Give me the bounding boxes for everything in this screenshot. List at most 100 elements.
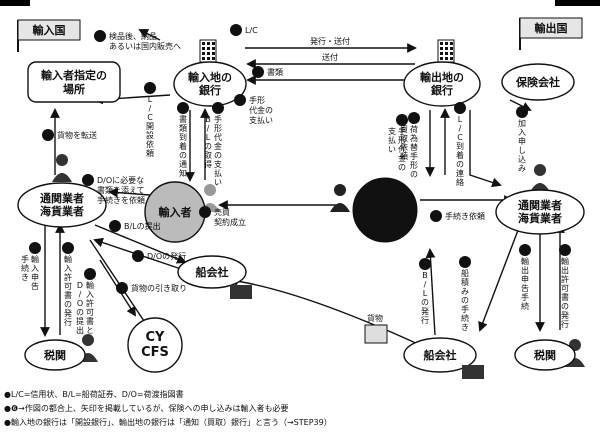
import-country-flag-label: 輸入国 [33, 23, 66, 37]
exporter-figure-icon [330, 184, 350, 212]
arrow-cargo-flow [228, 276, 421, 346]
customs-export-oval [514, 339, 576, 371]
step-6-insurance-text-0-char-1: 入 [518, 128, 526, 137]
import-bank-oval [173, 61, 247, 107]
step-7-export-declaration-text-0-char-2: 申 [521, 274, 529, 284]
export-bank-building-icon-window [445, 42, 448, 45]
step-8-export-permit-text-0-char-5: の [561, 302, 569, 311]
step-10-bl-badge [419, 258, 431, 270]
step-11-bill-purchase-text-1-char-3: 頼 [400, 152, 408, 161]
cy-cfs-label-line-0: CY [146, 330, 166, 345]
step-20-import-permit-text-0-char-5: の [64, 300, 72, 309]
step-20-import-permit-text-0-char-6: 発 [64, 309, 72, 318]
step-23-transfer-badge-num: 23 [43, 132, 52, 140]
step-2-lc-request-text-0-char-0: L [148, 95, 153, 104]
step-22-cargo-pickup-text-1-char-5: 出 [76, 325, 84, 335]
step-15-arrival-notice-badge-num: 15 [178, 105, 188, 113]
step-16-payment-bl-text-0-char-4: の [214, 151, 222, 160]
step-16-payment-bl-text-1-char-4: 取 [204, 151, 212, 160]
step-8-export-permit-badge-num: 8 [562, 246, 568, 255]
step-16-payment-bl-text-0-char-7: い [214, 178, 222, 187]
step-2-lc-request-badge-num: 2 [147, 84, 153, 93]
step-22-cargo-pickup-text-0-char-5: と [86, 326, 94, 335]
step-12-payment-text-0-char-3: 金 [398, 153, 406, 163]
export-bank-building-icon-window [440, 52, 443, 55]
import-broker-label-line-1: 海貨業者 [40, 204, 84, 218]
export-bank-building-icon-window [440, 57, 443, 60]
step-8-export-permit-text-0-char-1: 出 [561, 265, 569, 275]
step-2-lc-request-text-0-char-5: 依 [146, 139, 154, 149]
arrow-lc-arrival-notice [469, 110, 502, 188]
step-16-payment-bl-badge [212, 102, 224, 114]
step-24-inspection-badge-num: 24 [95, 33, 105, 41]
step-11-bill-purchase-text-1-char-0: 買 [400, 125, 408, 134]
step-15-arrival-notice-text-0-char-3: 着 [179, 141, 187, 151]
export-bank-building-icon-window [445, 57, 448, 60]
exporter-label: 輸出者 [369, 203, 402, 217]
step-15-arrival-notice-badge [177, 102, 189, 114]
export-bank-building-icon-window [450, 42, 453, 45]
step-14-payment-text-line-1: 代金の [249, 105, 273, 115]
step-2-lc-request-badge [144, 82, 156, 94]
exporter-circle [352, 177, 418, 243]
step-3-lc-text-line-0: L/C [245, 26, 258, 35]
cy-cfs-label-line-1: CFS [141, 345, 169, 360]
footnote-insurance: ●❻→作図の都合上、矢印を掲載しているが、保険への申し込みは輸入者も必要 [4, 404, 289, 413]
cargo-label: 貨物 [367, 313, 383, 323]
export-broker-figure-icon-head [534, 164, 546, 176]
designated-place-label-line-1: 場所 [63, 82, 85, 96]
import-bank-building-icon-window [212, 47, 215, 50]
exporter-figure-icon-body [330, 203, 350, 212]
step-4-lc-notice-text-0-char-4: 着 [456, 150, 464, 160]
step-7-export-declaration-text-0-char-0: 輸 [521, 256, 529, 266]
step-15-arrival-notice-text-0-char-0: 書 [179, 114, 187, 124]
import-bank-building-icon-window [202, 47, 205, 50]
customs-export-label: 税関 [534, 348, 556, 362]
step-6-insurance-text-0-char-4: 込 [518, 155, 526, 164]
step-8-export-permit-text-0-char-2: 許 [561, 274, 569, 284]
step-22-cargo-pickup-text-1-char-2: O [77, 299, 83, 308]
export-bank-building-icon-window [445, 52, 448, 55]
import-bank-building-icon-window [207, 42, 210, 45]
step-22-cargo-pickup-text-0-char-2: 許 [86, 298, 94, 308]
step-22-cargo-pickup-text-0-char-3: 可 [86, 308, 94, 317]
shipping-export-oval [403, 337, 477, 373]
step-4-lc-notice-badge-num: 4 [457, 104, 463, 113]
import-bank-building-icon-window [212, 52, 215, 55]
step-17-do-request-text-line-2: 手続きを依頼 [97, 195, 145, 205]
step-19-import-declaration-text-1-char-2: き [21, 273, 29, 282]
import-broker-figure-icon-body [52, 173, 72, 182]
step-22-cargo-pickup-badge-num: 21 [85, 271, 95, 279]
arrow-do-request [108, 187, 151, 198]
import-bank-label-line-1: 銀行 [199, 83, 221, 97]
step-7-export-declaration-text-0-char-4: 手 [521, 292, 529, 302]
step-12-payment-text-1-char-0: 支 [388, 126, 396, 136]
step-20-import-permit-badge [62, 242, 74, 254]
step-9-shipping-badge-num: 9 [462, 258, 468, 267]
import-bank-building-icon-window [202, 42, 205, 45]
import-broker-label-line-0: 通関業者 [40, 191, 84, 205]
step-8-export-permit-text-0-char-0: 輸 [561, 256, 569, 266]
step-15-arrival-notice-text-0-char-4: の [179, 151, 187, 160]
step-11-bill-purchase-text-0-char-0: 荷 [410, 124, 418, 134]
step-6-insurance-text-0-char-0: 加 [518, 118, 526, 128]
step-12-payment-text-0-char-4: の [398, 163, 406, 172]
import-bank-building-icon-window [207, 57, 210, 60]
step-19-import-declaration-badge-num: 19 [30, 245, 40, 253]
step-22-cargo-pickup-text-0-char-0: 輸 [86, 280, 94, 290]
step-16-payment-bl-text-0-char-5: 支 [214, 159, 222, 169]
step-11-bill-purchase-text-0-char-2: 替 [410, 142, 418, 152]
step-18-bl-submit-badge [109, 220, 121, 232]
step-4-lc-notice-text-0-char-1: / [459, 124, 462, 133]
step-11-bill-purchase-text-0-char-4: 形 [410, 161, 418, 170]
step-2-lc-request-text-0-char-4: 設 [146, 130, 154, 140]
customs-import-label: 税関 [44, 348, 66, 362]
step-14-payment-badge [234, 94, 246, 106]
export-country-flag-cloth [519, 17, 583, 39]
step-17-do-request-text-line-1: 書類を添えて [97, 185, 145, 195]
arrow-bl-submit [94, 224, 187, 264]
step-14-payment-text-line-0: 手形 [249, 95, 265, 105]
export-bank-building-icon-window [440, 47, 443, 50]
customs-import-oval [24, 339, 86, 371]
